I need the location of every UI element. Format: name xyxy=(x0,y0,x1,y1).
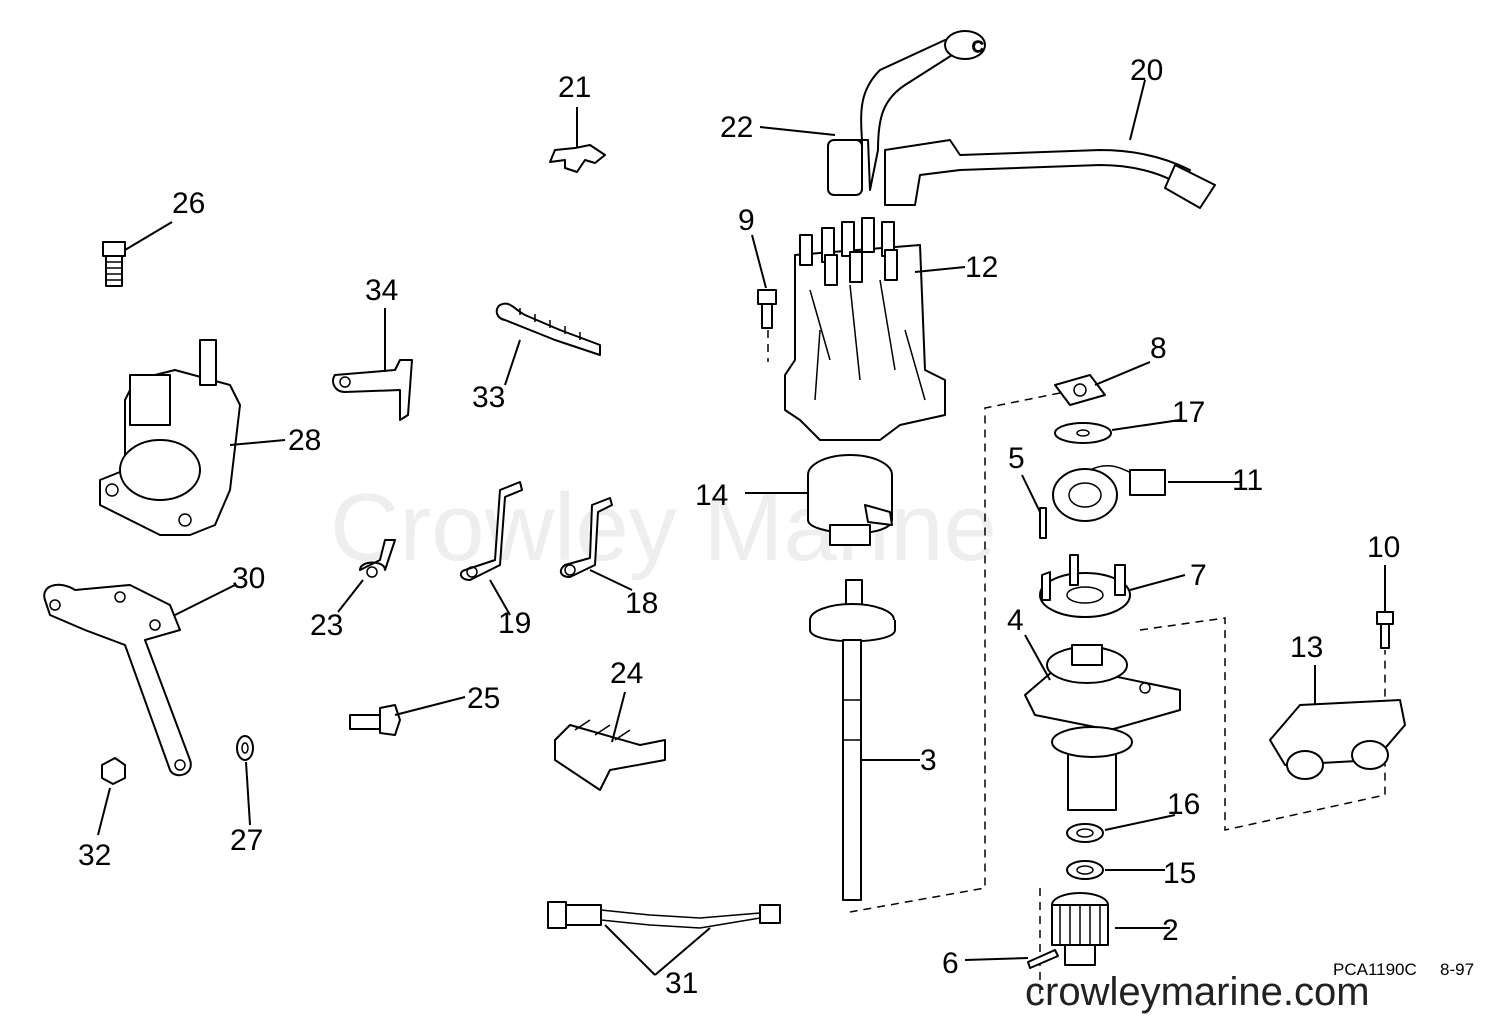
callout-33: 33 xyxy=(472,381,505,414)
callout-12: 12 xyxy=(965,251,998,284)
part-32-nut xyxy=(101,757,126,785)
callout-9: 9 xyxy=(738,204,755,237)
part-14-rotor xyxy=(807,454,893,546)
callout-22: 22 xyxy=(720,111,753,144)
callout-25: 25 xyxy=(467,682,500,715)
callout-7: 7 xyxy=(1190,559,1207,592)
part-3-distributor-shaft xyxy=(809,579,896,901)
part-22-spark-plug-wire: C xyxy=(827,30,986,196)
drawing-date: 8-97 xyxy=(1440,960,1474,979)
callout-21: 21 xyxy=(558,71,591,104)
part-31-wire-harness xyxy=(547,901,781,929)
callout-11: 11 xyxy=(1232,464,1263,497)
callout-28: 28 xyxy=(288,424,321,457)
part-34-bracket xyxy=(332,359,413,421)
callout-10: 10 xyxy=(1367,531,1400,564)
part-4-housing xyxy=(1024,644,1181,811)
callout-17: 17 xyxy=(1172,396,1205,429)
callout-6: 6 xyxy=(942,947,959,980)
callout-23: 23 xyxy=(310,609,343,642)
callout-14: 14 xyxy=(695,479,728,512)
leader-lines xyxy=(97,79,1386,976)
callout-27: 27 xyxy=(230,824,263,857)
part-12-distributor-cap xyxy=(784,217,946,441)
part-24-connector-bracket xyxy=(554,719,666,791)
part-26-bolt xyxy=(102,241,126,287)
part-9-screw xyxy=(757,289,777,329)
part-18-bracket xyxy=(559,497,613,578)
callout-4: 4 xyxy=(1007,604,1024,637)
part-23-bracket xyxy=(359,539,396,578)
callout-34: 34 xyxy=(365,274,398,307)
part-10-screw xyxy=(1376,611,1394,649)
part-19-bracket xyxy=(459,481,523,581)
callout-8: 8 xyxy=(1150,332,1167,365)
callout-24: 24 xyxy=(610,657,643,690)
part-33-harness-strip xyxy=(495,302,601,356)
callout-19: 19 xyxy=(498,607,531,640)
svg-text:C: C xyxy=(972,39,984,56)
callout-15: 15 xyxy=(1163,857,1196,890)
part-30-mounting-bracket xyxy=(43,583,192,777)
part-11-pickup-coil xyxy=(1052,465,1166,522)
part-27-washer xyxy=(236,735,254,761)
part-20-spark-plug-wire xyxy=(884,139,1216,209)
part-8-gasket xyxy=(1054,374,1106,406)
part-13-ignition-module xyxy=(1269,699,1406,780)
part-15-washer xyxy=(1066,860,1104,880)
callout-18: 18 xyxy=(625,587,658,620)
callout-numbers: 2 3 4 5 6 7 8 9 10 11 12 13 14 15 16 17 … xyxy=(78,54,1400,1000)
site-url: crowleymarine.com xyxy=(1025,970,1370,1014)
part-28-ignition-coil xyxy=(99,339,241,536)
part-5-pin xyxy=(1039,507,1047,539)
callout-13: 13 xyxy=(1290,631,1323,664)
callout-31: 31 xyxy=(665,967,698,1000)
callout-30: 30 xyxy=(232,562,265,595)
callout-5: 5 xyxy=(1008,442,1025,475)
drawing-code: PCA1190C xyxy=(1333,960,1417,979)
callout-20: 20 xyxy=(1130,54,1163,87)
callout-3: 3 xyxy=(920,744,937,777)
part-21-clip xyxy=(549,144,606,173)
part-25-bolt xyxy=(349,704,401,736)
part-16-washer xyxy=(1066,823,1104,843)
part-6-roll-pin xyxy=(1027,949,1059,969)
part-2-drive-gear xyxy=(1051,892,1109,966)
callout-26: 26 xyxy=(172,187,205,220)
watermark-text: Crowley Marine xyxy=(330,474,997,581)
callout-32: 32 xyxy=(78,839,111,872)
part-17-washer xyxy=(1054,422,1112,444)
callout-2: 2 xyxy=(1162,914,1179,947)
part-7-pole-piece xyxy=(1039,554,1131,618)
callout-16: 16 xyxy=(1167,788,1200,821)
